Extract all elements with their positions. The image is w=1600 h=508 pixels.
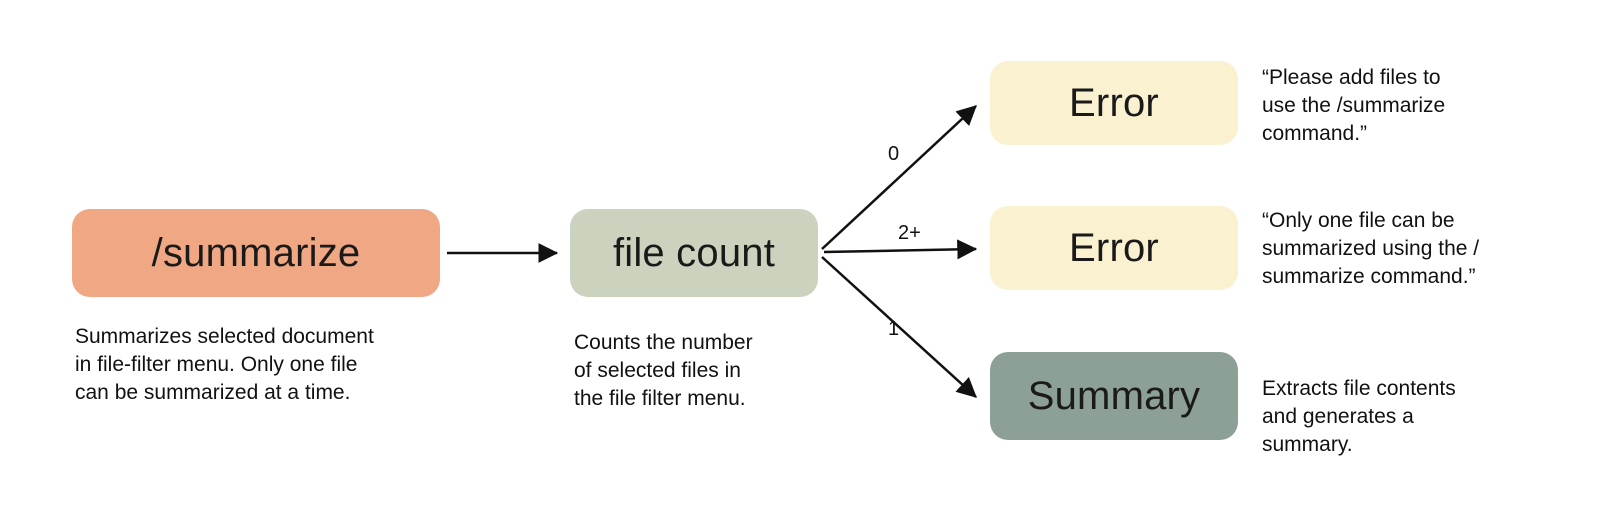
node-file-count-label: file count (612, 230, 776, 275)
node-file-count: file count (570, 209, 818, 297)
node-error-zero-files: Error (990, 61, 1238, 145)
caption-summary: Extracts file contents and generates a s… (1262, 377, 1456, 456)
edge-label-zero: 0 (888, 143, 900, 165)
caption-error-zero: “Please add files to use the /summarize … (1262, 66, 1446, 145)
node-summary-label: Summary (1027, 373, 1201, 418)
node-error-multi-label: Error (1069, 225, 1159, 270)
caption-summarize: Summarizes selected document in file-fil… (75, 325, 374, 404)
node-error-zero-label: Error (1069, 80, 1159, 125)
edge-filecount-to-error-multi (823, 239, 978, 260)
caption-file-count: Counts the number of selected files in t… (574, 331, 753, 410)
caption-error-multi: “Only one file can be summarized using t… (1262, 209, 1480, 288)
edge-label-two-plus: 2+ (898, 222, 921, 244)
node-summarize-command: /summarize (72, 209, 440, 297)
node-summarize-label: /summarize (151, 230, 361, 275)
node-error-multiple-files: Error (990, 206, 1238, 290)
edge-label-one: 1 (888, 318, 900, 340)
node-summary: Summary (990, 352, 1238, 440)
